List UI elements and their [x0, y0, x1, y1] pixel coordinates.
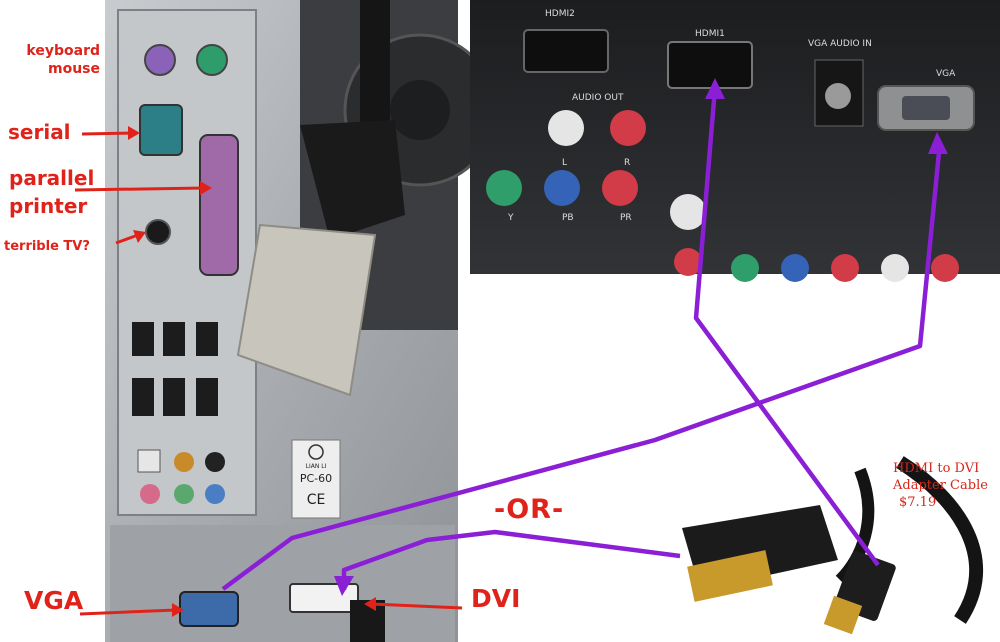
- serial-port: [139, 104, 183, 156]
- tv-audio-r-label: R: [624, 158, 630, 168]
- red-arrows: [74, 126, 463, 617]
- tv-component-pb-label: PB: [562, 213, 574, 223]
- hdmi-plug: [823, 551, 896, 635]
- mouse-annotation-text: mouse: [47, 61, 100, 77]
- serial-annotation: serial: [8, 120, 71, 144]
- dvi-port: [289, 583, 359, 613]
- tv-hdmi1-port: HDMI1: [667, 29, 753, 89]
- dvi-annotation: DVI: [471, 584, 521, 613]
- cable-caption: HDMI to DVI Adapter Cable $7.19: [893, 460, 988, 511]
- tv-back-panel-photo: HDMI2 HDMI1 VGA AUDIO IN VGA AUDIO OUT L…: [470, 0, 1000, 282]
- keyboard-mouse-annotation: keyboard mouse: [22, 42, 100, 78]
- tv-vga-port: VGA: [877, 69, 975, 131]
- tv-component-jacks: Y PB PR: [486, 170, 959, 282]
- tv-component-pr-label: PR: [620, 213, 632, 223]
- vga-adapter-cable: [236, 0, 405, 397]
- cable-caption-line2: Adapter Cable: [893, 478, 988, 493]
- vga-port: [179, 591, 239, 627]
- tv-component-y-label: Y: [507, 213, 514, 223]
- tv-audio-out-jacks: AUDIO OUT L R: [548, 93, 646, 168]
- case-badge-model: PC-60: [300, 472, 332, 485]
- ps2-keyboard-port: [144, 44, 176, 76]
- printer-annotation-text: printer: [9, 194, 88, 218]
- tv-vga-label: VGA: [936, 69, 956, 79]
- usb-ports: [132, 322, 218, 416]
- tv-audio-l-label: L: [562, 158, 567, 168]
- cable-caption-price: $7.19: [899, 495, 937, 510]
- tv-vga-audio-in-jack: VGA AUDIO IN: [808, 39, 872, 127]
- cable-caption-line1: HDMI to DVI: [893, 461, 980, 476]
- ps2-mouse-port: [196, 44, 228, 76]
- parallel-port: [199, 134, 239, 276]
- case-badge-mark: CE: [307, 492, 326, 508]
- audio-jacks: [137, 449, 225, 504]
- hdmi-dvi-cable-photo: [682, 456, 984, 635]
- parallel-annotation-text: parallel: [9, 166, 95, 190]
- or-annotation: -OR-: [494, 494, 565, 525]
- case-badge: LIAN LI PC-60 CE: [291, 439, 341, 519]
- terrible-tv-annotation: terrible TV?: [4, 239, 90, 254]
- tv-hdmi2-port: HDMI2: [523, 9, 609, 73]
- tv-hdmi2-label: HDMI2: [545, 9, 575, 19]
- vga-annotation: VGA: [24, 586, 84, 615]
- dvi-plug: [682, 505, 838, 602]
- case-badge-brand: LIAN LI: [306, 463, 327, 470]
- purple-connection-lines: [221, 78, 948, 596]
- keyboard-annotation-text: keyboard: [26, 43, 100, 59]
- pc-back-panel-photo: LIAN LI PC-60 CE: [105, 0, 497, 642]
- tv-out-jack: [145, 219, 171, 245]
- tv-hdmi1-label: HDMI1: [695, 29, 725, 39]
- tv-vga-audio-in-label: VGA AUDIO IN: [808, 39, 872, 49]
- tv-audio-out-label: AUDIO OUT: [572, 93, 624, 103]
- parallel-printer-annotation: parallel printer: [9, 164, 94, 220]
